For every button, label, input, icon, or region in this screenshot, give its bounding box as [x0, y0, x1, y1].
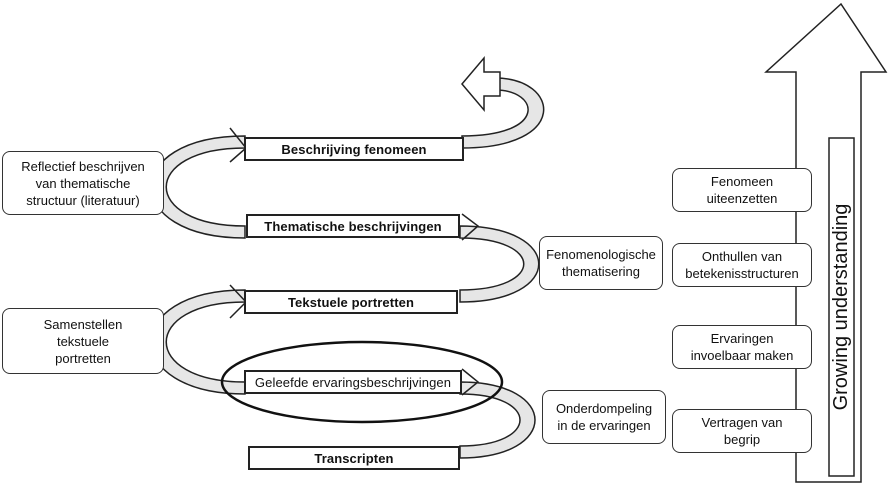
growth-label-frame	[828, 137, 855, 477]
level-label: Tekstuele portretten	[287, 294, 414, 310]
level-label: Thematische beschrijvingen	[264, 218, 442, 234]
middle-box-onderdompeling: Onderdompeling in de ervaringen	[542, 390, 666, 444]
level-bar-thematische-beschrijvingen: Thematische beschrijvingen	[246, 214, 460, 238]
right-box-vertragen-begrip: Vertragen van begrip	[672, 409, 812, 453]
level-label: Beschrijving fenomeen	[281, 141, 427, 157]
highlight-ellipse	[220, 340, 504, 424]
level-bar-tekstuele-portretten: Tekstuele portretten	[244, 290, 458, 314]
right-box-ervaringen-invoelbaar: Ervaringen invoelbaar maken	[672, 325, 812, 369]
left-box-reflectief-beschrijven: Reflectief beschrijven van thematische s…	[2, 151, 164, 215]
arrowhead-geleefde	[461, 368, 480, 396]
middle-box-fenomenologische-thematisering: Fenomenologische thematisering	[539, 236, 663, 290]
spiral-loop-left-2	[150, 135, 246, 239]
spiral-loop-left-1	[150, 289, 246, 395]
right-box-onthullen: Onthullen van betekenisstructuren	[672, 243, 812, 287]
arrowhead-thematische	[461, 213, 480, 241]
right-box-fenomeen-uiteenzetten: Fenomeen uiteenzetten	[672, 168, 812, 212]
left-box-samenstellen-portretten: Samenstellen tekstuele portretten	[2, 308, 164, 374]
level-bar-beschrijving-fenomeen: Beschrijving fenomeen	[244, 137, 464, 161]
spiral-loop-right-2	[459, 225, 540, 303]
growth-label: Growing understanding	[830, 203, 852, 411]
level-bar-transcripten: Transcripten	[248, 446, 460, 470]
level-label: Transcripten	[314, 450, 394, 466]
spiral-top-arrowhead	[461, 55, 501, 113]
level-bar-geleefde-ervaringsbeschrijvingen: Geleefde ervaringsbeschrijvingen	[244, 370, 462, 394]
level-label: Geleefde ervaringsbeschrijvingen	[254, 374, 452, 390]
